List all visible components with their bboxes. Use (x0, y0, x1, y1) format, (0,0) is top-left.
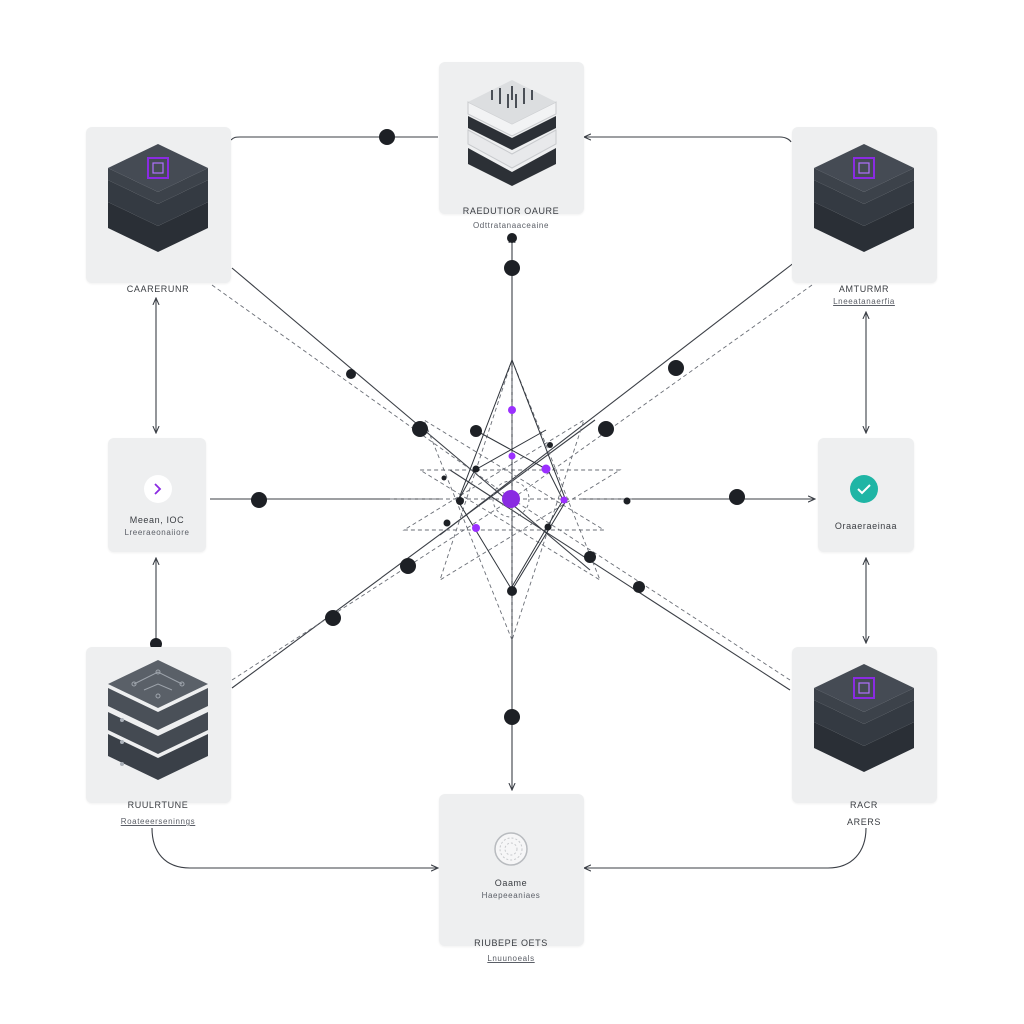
node-sublabel-bottom-center: Haepeeaniaes (481, 891, 541, 900)
core-ring (492, 480, 530, 518)
node-sublabel-bottom-right: ARERS (846, 817, 882, 827)
node-sublabel-top-right: Lneeatanaerfia (833, 297, 895, 306)
circuit-server-stack-icon (108, 660, 208, 780)
dark-server-stack-icon (814, 664, 914, 772)
chevron-right-icon[interactable] (143, 474, 173, 504)
edge-bottomright-bottomcenter (584, 827, 867, 868)
node-sublabel-top-center: Odttratanaaceaine (472, 221, 550, 230)
edge-badge (668, 360, 684, 376)
edge-badge (379, 129, 395, 145)
node-sublabel-mid-left: Lreeraeonaiiore (124, 528, 190, 537)
node-caption-sub-bottom-center: Lnuunoeals (487, 954, 535, 963)
core-nodes (441, 406, 631, 532)
node-sublabel-bottom-left: Roateeerseninngs (120, 817, 196, 826)
edge-bottomleft-bottomcenter (151, 827, 438, 868)
edge-badge (346, 369, 356, 379)
edge-bottomleft-center (231, 419, 596, 689)
node-label-mid-right: Oraaeraeinaa (834, 521, 898, 531)
edge-badge (584, 551, 596, 563)
node-label-bottom-right: RACR (850, 800, 878, 810)
node-label-top-left: CAARERUNR (126, 284, 190, 294)
edge-topleft-center (231, 267, 591, 571)
node-label-bottom-center: Oaame (494, 878, 528, 888)
edge-badge (400, 558, 416, 574)
node-card-bottom-center[interactable] (439, 794, 584, 946)
core-center-dot (502, 490, 520, 508)
edge-badge (633, 581, 645, 593)
edge-badges (150, 129, 745, 725)
edge-badge (412, 421, 428, 437)
edge-badge (504, 709, 520, 725)
node-caption-bottom-center: RIUBEPE OETS (474, 938, 548, 948)
edge-badge (504, 260, 520, 276)
node-label-bottom-left: RUULRTUNE (127, 800, 189, 810)
edge-topcenter-topright (584, 137, 792, 143)
dark-server-stack-icon (108, 144, 208, 252)
edge-badge (598, 421, 614, 437)
fingerprint-icon (494, 832, 528, 866)
edge-badge (507, 233, 517, 243)
dark-server-stack-icon (814, 144, 914, 252)
edge-topleft-topcenter (230, 136, 438, 141)
edge-badge (251, 492, 267, 508)
edge-badge (729, 489, 745, 505)
white-server-stack-icon (467, 80, 557, 186)
edge-badge (470, 425, 482, 437)
node-label-mid-left: Meean, IOC (129, 515, 185, 525)
node-label-top-right: AMTURMR (838, 284, 890, 294)
edge-badge (507, 586, 517, 596)
node-label-top-center: RAEDUTIOR OAURE (462, 206, 560, 216)
edge-badge (325, 610, 341, 626)
check-icon (850, 475, 878, 503)
